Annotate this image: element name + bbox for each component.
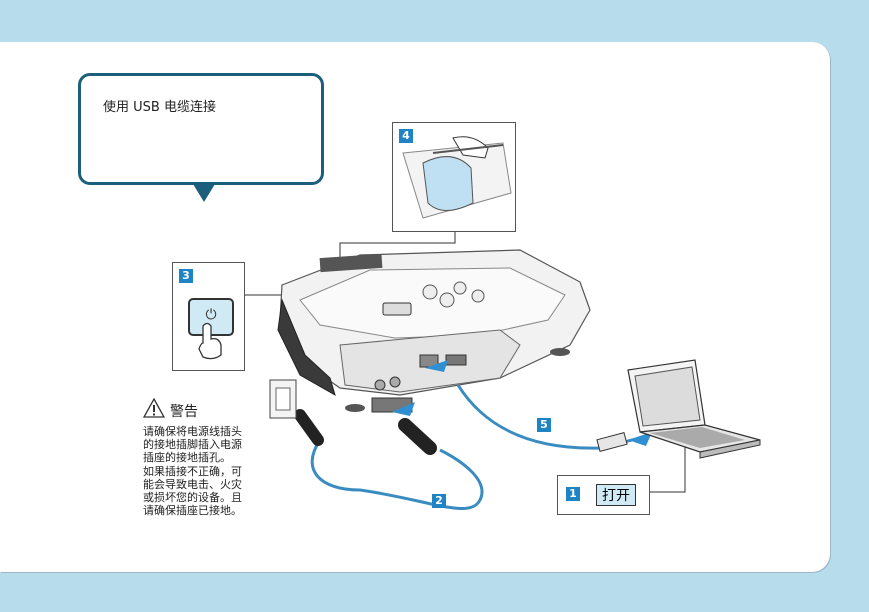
- warning-line: 请确保插座已接地。: [143, 504, 242, 518]
- wall-outlet-icon: [269, 379, 297, 419]
- step-2-badge: 2: [432, 494, 446, 508]
- step-badge: 3: [179, 269, 193, 283]
- warning-text: 请确保将电源线插头 的接地插脚插入电源 插座的接地插孔。 如果插接不正确，可 能…: [143, 425, 273, 517]
- step-badge: 1: [566, 487, 580, 501]
- step-5-badge: 5: [537, 418, 551, 432]
- callout-pointer: [193, 184, 215, 202]
- usb-cable: [456, 384, 641, 453]
- lens-cover-slide-illustration: [402, 136, 512, 219]
- power-cable: [294, 409, 484, 511]
- step-badge: 4: [399, 129, 413, 143]
- power-icon: ⏻: [205, 307, 217, 323]
- usb-connection-callout: 使用 USB 电缆连接: [78, 73, 324, 185]
- warning-title: 警告: [170, 404, 198, 420]
- finger-press-icon: [198, 322, 222, 360]
- warning-line: 或损坏您的设备。且: [143, 491, 242, 505]
- warning-icon: [143, 398, 165, 418]
- step-3-box: 3 ⏻: [172, 262, 245, 371]
- open-label: 打开: [596, 484, 636, 506]
- warning-line: 的接地插脚插入电源: [143, 438, 242, 452]
- warning-line: 如果插接不正确，可: [143, 464, 242, 478]
- warning-line: 能会导致电击、火灾: [143, 477, 242, 491]
- projector-icon: [277, 249, 591, 413]
- warning-line: 插座的接地插孔。: [143, 451, 231, 465]
- step-4-box: 4: [392, 122, 516, 232]
- warning-line: 请确保将电源线插头: [143, 425, 242, 438]
- laptop-icon: [627, 359, 761, 459]
- callout-title: 使用 USB 电缆连接: [103, 100, 216, 115]
